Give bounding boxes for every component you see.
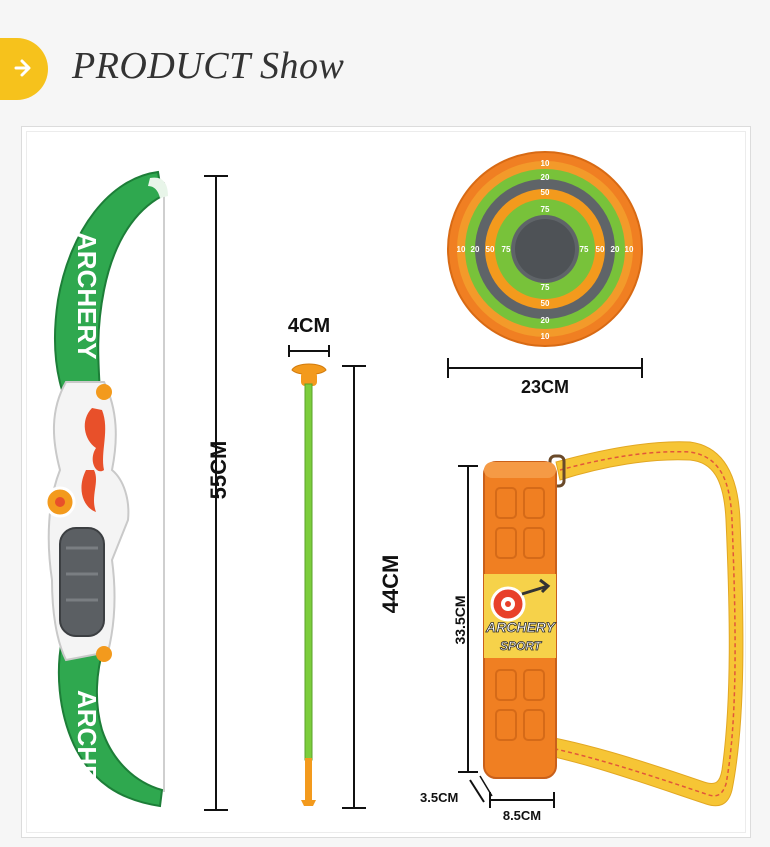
bow-lower-limb xyxy=(57,638,164,808)
bow-grip xyxy=(59,527,105,637)
target-score-left-75: 75 xyxy=(502,245,511,254)
target-score-bottom-75: 75 xyxy=(541,283,550,292)
target-score-bottom-10: 10 xyxy=(541,332,550,341)
target-score-top-20: 20 xyxy=(541,173,550,182)
target-width-label: 23CM xyxy=(521,377,569,397)
quiver-height-label: 33.5CM xyxy=(452,595,468,644)
panel-frame xyxy=(26,131,746,833)
target-score-right-10: 10 xyxy=(625,245,634,254)
target-score-top-75: 75 xyxy=(541,205,550,214)
target-score-bottom-20: 20 xyxy=(541,316,550,325)
target-score-left-50: 50 xyxy=(486,245,495,254)
bow-height-label: 55CM xyxy=(206,441,231,500)
quiver-height-dimension: 33.5CM xyxy=(452,465,478,773)
target-score-right-50: 50 xyxy=(596,245,605,254)
bow-image: ARCHERY ARCHERY xyxy=(44,170,168,818)
quiver-logo-line2: SPORT xyxy=(500,639,543,653)
target-score-bottom-50: 50 xyxy=(541,299,550,308)
target-score-left-20: 20 xyxy=(471,245,480,254)
quiver-logo-line1: ARCHERY xyxy=(485,619,557,635)
target-score-top-10: 10 xyxy=(541,159,550,168)
target-image: 10 20 50 75 10 20 50 75 10 20 50 75 10 2… xyxy=(447,151,643,347)
target-score-right-20: 20 xyxy=(611,245,620,254)
page-title: PRODUCT Show xyxy=(72,45,345,87)
arrow-length-label: 44CM xyxy=(378,555,403,614)
quiver-width-dimension: 8.5CM xyxy=(489,792,555,823)
section-header: PRODUCT Show xyxy=(0,0,770,120)
quiver-width-label: 8.5CM xyxy=(503,808,541,823)
bow-upper-limb xyxy=(54,170,164,394)
arrow-tip-label: 4CM xyxy=(288,315,330,337)
arrow-image xyxy=(291,363,327,806)
quiver-depth-label: 3.5CM xyxy=(420,790,458,805)
quiver-depth-dimension: 3.5CM xyxy=(420,775,493,805)
target-dimension: 23CM xyxy=(447,358,643,397)
target-score-top-50: 50 xyxy=(541,188,550,197)
target-score-left-10: 10 xyxy=(457,245,466,254)
arrow-badge xyxy=(0,38,48,100)
quiver-image: ARCHERY SPORT xyxy=(483,441,744,807)
bow-dimension: 55CM xyxy=(204,175,231,811)
arrow-shaft xyxy=(304,383,313,761)
arrow-length-dimension: 44CM xyxy=(342,365,403,809)
bow-text-lower: ARCHERY xyxy=(72,690,102,818)
arrow-tip-dimension: 4CM xyxy=(288,315,330,357)
target-score-right-75: 75 xyxy=(580,245,589,254)
arrow-right-icon xyxy=(14,59,31,77)
bow-text-upper: ARCHERY xyxy=(72,232,102,360)
